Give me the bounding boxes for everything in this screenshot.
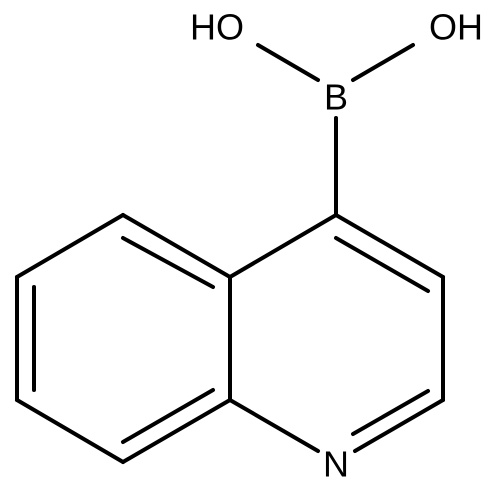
bond-c5-c6 <box>15 213 125 279</box>
bond-c8-c8a-inner <box>121 388 215 444</box>
bond-c4a-c5 <box>121 213 232 279</box>
bond-b-o-right <box>351 43 415 82</box>
atom-label-hydroxyl-right: OH <box>429 7 483 48</box>
atom-label-hydroxyl-left: HO <box>190 7 244 48</box>
bond-c4a-c4 <box>228 213 338 279</box>
bond-c2-n1 <box>353 398 445 453</box>
bond-c8-c8a <box>121 398 232 464</box>
atom-label-ring-nitrogen: N <box>323 444 349 485</box>
bond-c4a-c5-inner <box>121 236 215 289</box>
bond-c4-c3 <box>334 213 445 279</box>
atom-label-boron: B <box>324 77 348 118</box>
bond-n1-c8a <box>228 398 320 453</box>
bond-c4-c3-inner <box>334 236 430 293</box>
bond-b-o-left <box>256 43 320 82</box>
bond-c7-c8 <box>15 398 125 464</box>
bond-c2-n1-inner <box>351 389 430 436</box>
